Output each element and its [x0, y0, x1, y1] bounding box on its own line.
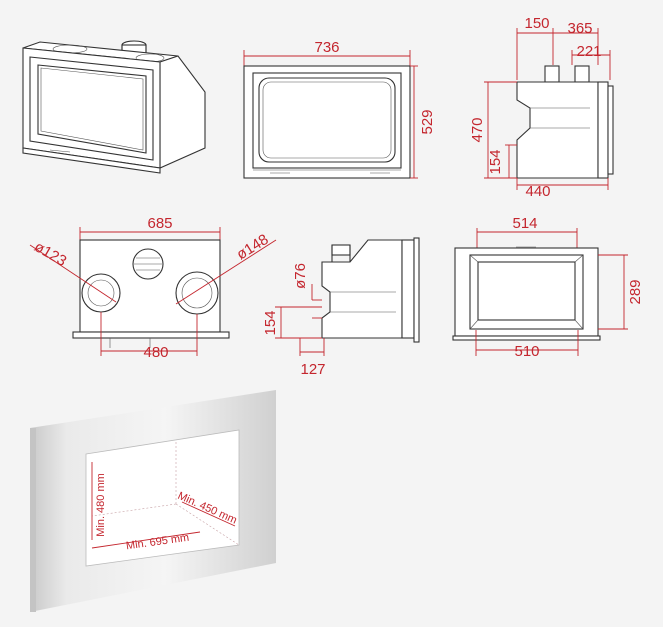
side-top-c-label: 221	[576, 43, 601, 60]
top-d2-label: ø148	[234, 231, 272, 264]
front-section-top-label: 514	[512, 215, 537, 232]
front-width-label: 736	[314, 39, 339, 56]
niche-min-height-label: Min. 480 mm	[95, 473, 107, 537]
side-top-a-label: 150	[524, 15, 549, 32]
section-offset-label: 127	[300, 361, 325, 378]
side-depth-label: 440	[525, 183, 550, 200]
top-width-label: 685	[147, 215, 172, 232]
front-view: 736 529	[243, 39, 436, 179]
top-view: 685 ø123 ø148 480	[29, 215, 277, 361]
perspective-view	[22, 40, 206, 174]
side-height-label: 470	[469, 117, 486, 142]
front-height-label: 529	[419, 109, 436, 134]
section-d-label: ø76	[292, 263, 309, 289]
front-section-bottom-label: 510	[514, 343, 539, 360]
side-section-view: ø76 154 127	[262, 237, 420, 378]
side-view: 150 365 221 470 154 440	[469, 15, 614, 200]
front-section-view: 514 289 510	[452, 215, 644, 360]
section-low-label: 154	[262, 310, 279, 335]
side-top-b-label: 365	[567, 20, 592, 37]
top-d1-label: ø123	[31, 238, 69, 270]
side-low-label: 154	[487, 149, 504, 174]
front-section-height-label: 289	[627, 279, 644, 304]
top-spacing-label: 480	[143, 344, 168, 361]
niche-view: Min. 480 mm Min. 450 mm Min. 695 mm	[30, 390, 276, 612]
